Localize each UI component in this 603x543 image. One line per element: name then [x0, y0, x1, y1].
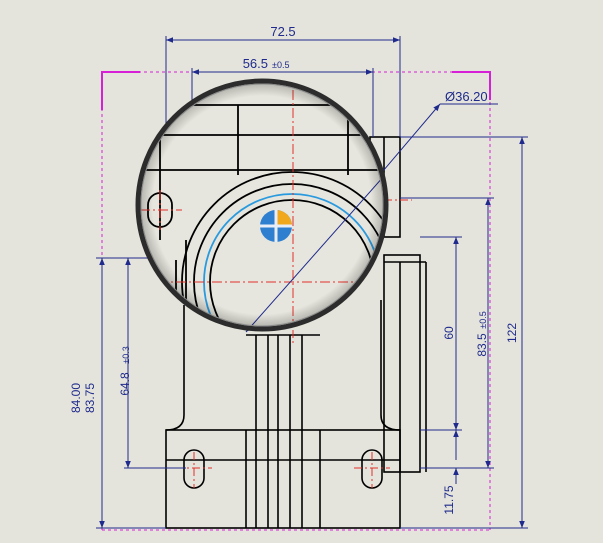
- dim-64-8-tol: ±0.3: [121, 346, 131, 363]
- dimension-labels[interactable]: 72.5 56.5 ±0.5 Ø36.20 60 83.5 ±0.5 122 6…: [69, 24, 519, 515]
- dim-56-5: 56.5: [243, 56, 268, 71]
- dim-11-75: 11.75: [442, 485, 456, 514]
- dim-83-5: 83.5: [475, 333, 489, 357]
- dim-122: 122: [505, 323, 519, 343]
- dim-diameter: Ø36.20: [445, 89, 488, 104]
- part-outline[interactable]: [165, 136, 427, 529]
- dim-83-5-tol: ±0.5: [478, 311, 488, 328]
- dim-84-00: 84.00: [69, 383, 83, 413]
- dim-72-5: 72.5: [270, 24, 295, 39]
- dim-60: 60: [442, 326, 456, 340]
- dim-64-8: 64.8: [118, 372, 132, 396]
- magnifier-lens-icon[interactable]: [120, 78, 402, 392]
- dim-83-75: 83.75: [83, 383, 97, 413]
- origin-marker-icon[interactable]: [260, 210, 292, 242]
- dim-56-5-tol: ±0.5: [272, 60, 289, 70]
